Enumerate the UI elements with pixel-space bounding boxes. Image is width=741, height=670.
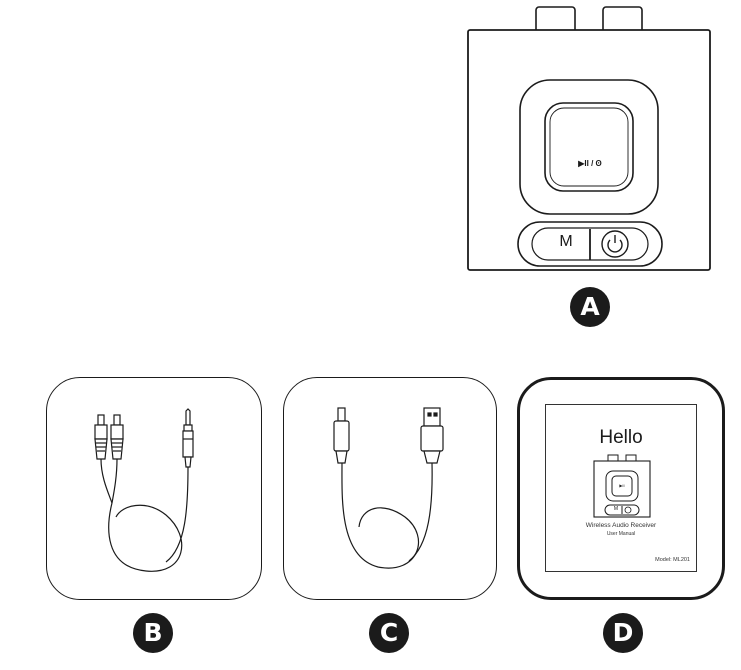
mode-button-label: M — [559, 233, 573, 250]
manual-mini-play-label: ▶II — [619, 483, 625, 488]
power-button — [601, 230, 629, 258]
label-c: C — [369, 613, 409, 653]
usb-cable-svg — [333, 407, 444, 569]
usb-cable-end — [408, 462, 433, 562]
play-bt-label: ▶II / ʘ — [578, 159, 602, 168]
button-inner — [544, 102, 634, 192]
usb-cable-loop — [341, 462, 420, 569]
user-manual: Hello ▶II M Wireless Audio Receiver User… — [545, 404, 697, 572]
cable-loop — [108, 502, 183, 572]
device-illustration: ▶II / ʘ M — [460, 0, 720, 280]
rca-cable-svg — [94, 408, 194, 572]
cable-to-aux — [165, 466, 189, 563]
button-inner-face — [549, 107, 629, 187]
rca-wire-left — [100, 458, 113, 504]
label-a: A — [570, 287, 610, 327]
label-d: D — [603, 613, 643, 653]
micro-usb-plug — [333, 407, 350, 464]
panel-c — [283, 377, 497, 600]
power-icon — [607, 239, 623, 253]
rca-plug-left — [94, 414, 108, 460]
manual-model: Model: ML201 — [655, 557, 690, 563]
manual-title: Hello — [599, 427, 643, 448]
manual-subtitle: User Manual — [606, 531, 636, 537]
usb-a-plug — [420, 407, 444, 464]
aux-plug — [182, 408, 194, 468]
manual-device-image — [593, 454, 651, 518]
label-b: B — [133, 613, 173, 653]
panel-b — [46, 377, 262, 600]
manual-product-name: Wireless Audio Receiver — [585, 522, 657, 529]
rca-wire-right — [111, 458, 118, 504]
device-svg — [467, 6, 711, 271]
rca-plug-right — [110, 414, 124, 460]
manual-mini-mode-label: M — [613, 506, 619, 512]
control-pill-inner — [531, 227, 649, 261]
